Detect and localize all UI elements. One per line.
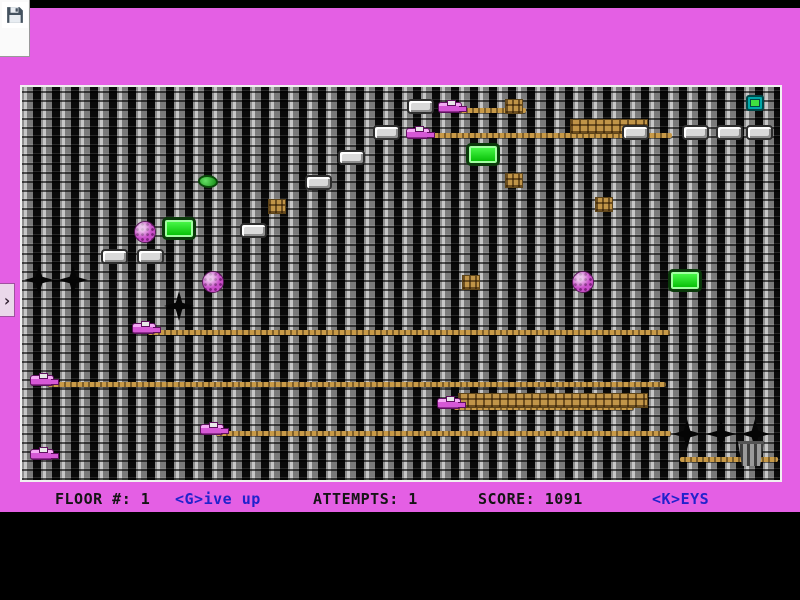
side-toolbar [0,0,30,57]
trash [737,441,765,466]
star [58,265,88,295]
floor-indicator: FLOOR #: 1 [55,490,151,508]
game-board[interactable] [20,85,782,482]
star [706,419,736,449]
green-block [668,269,702,292]
game-window: FLOOR #: 1 <G>ive up ATTEMPTS: 1 SCORE: … [0,8,800,512]
stone [305,175,332,190]
status-bar: FLOOR #: 1 <G>ive up ATTEMPTS: 1 SCORE: … [0,490,800,510]
star [24,265,54,295]
gun [406,126,435,139]
keys-command[interactable]: <K>EYS [652,490,710,508]
score-indicator: SCORE: 1091 [478,490,583,508]
star [672,419,702,449]
floppy-disk-icon [7,7,23,23]
stone [137,249,164,264]
ladder [595,197,613,212]
sidebar-expand-tab[interactable]: › [0,283,15,317]
stone [716,125,743,140]
stone [373,125,400,140]
rope [48,382,666,387]
rope [680,457,778,462]
stone [746,125,773,140]
gun [30,447,59,460]
save-button[interactable] [2,2,28,28]
stone [338,150,365,165]
green-block [162,217,196,240]
give-up-command[interactable]: <G>ive up [175,490,261,508]
green-block [466,143,500,166]
stone [101,249,128,264]
stone [240,223,267,238]
ball [134,221,156,243]
rope [216,431,671,436]
gun [438,100,467,113]
ball [572,271,594,293]
attempts-indicator: ATTEMPTS: 1 [313,490,418,508]
chain [458,393,648,408]
gun [437,396,466,409]
ladder [505,173,523,188]
gun [30,373,59,386]
exit-icon [746,95,764,111]
ladder [462,275,480,290]
ladder [268,199,286,214]
rope [450,108,526,113]
gun [200,422,229,435]
chevron-right-icon: › [2,290,12,310]
stone [407,99,434,114]
rope [148,330,670,335]
creature [198,175,218,188]
ladder [505,99,523,114]
gun [132,321,161,334]
rope [422,133,672,138]
stone [622,125,649,140]
star [164,291,194,321]
ball [202,271,224,293]
stone [682,125,709,140]
